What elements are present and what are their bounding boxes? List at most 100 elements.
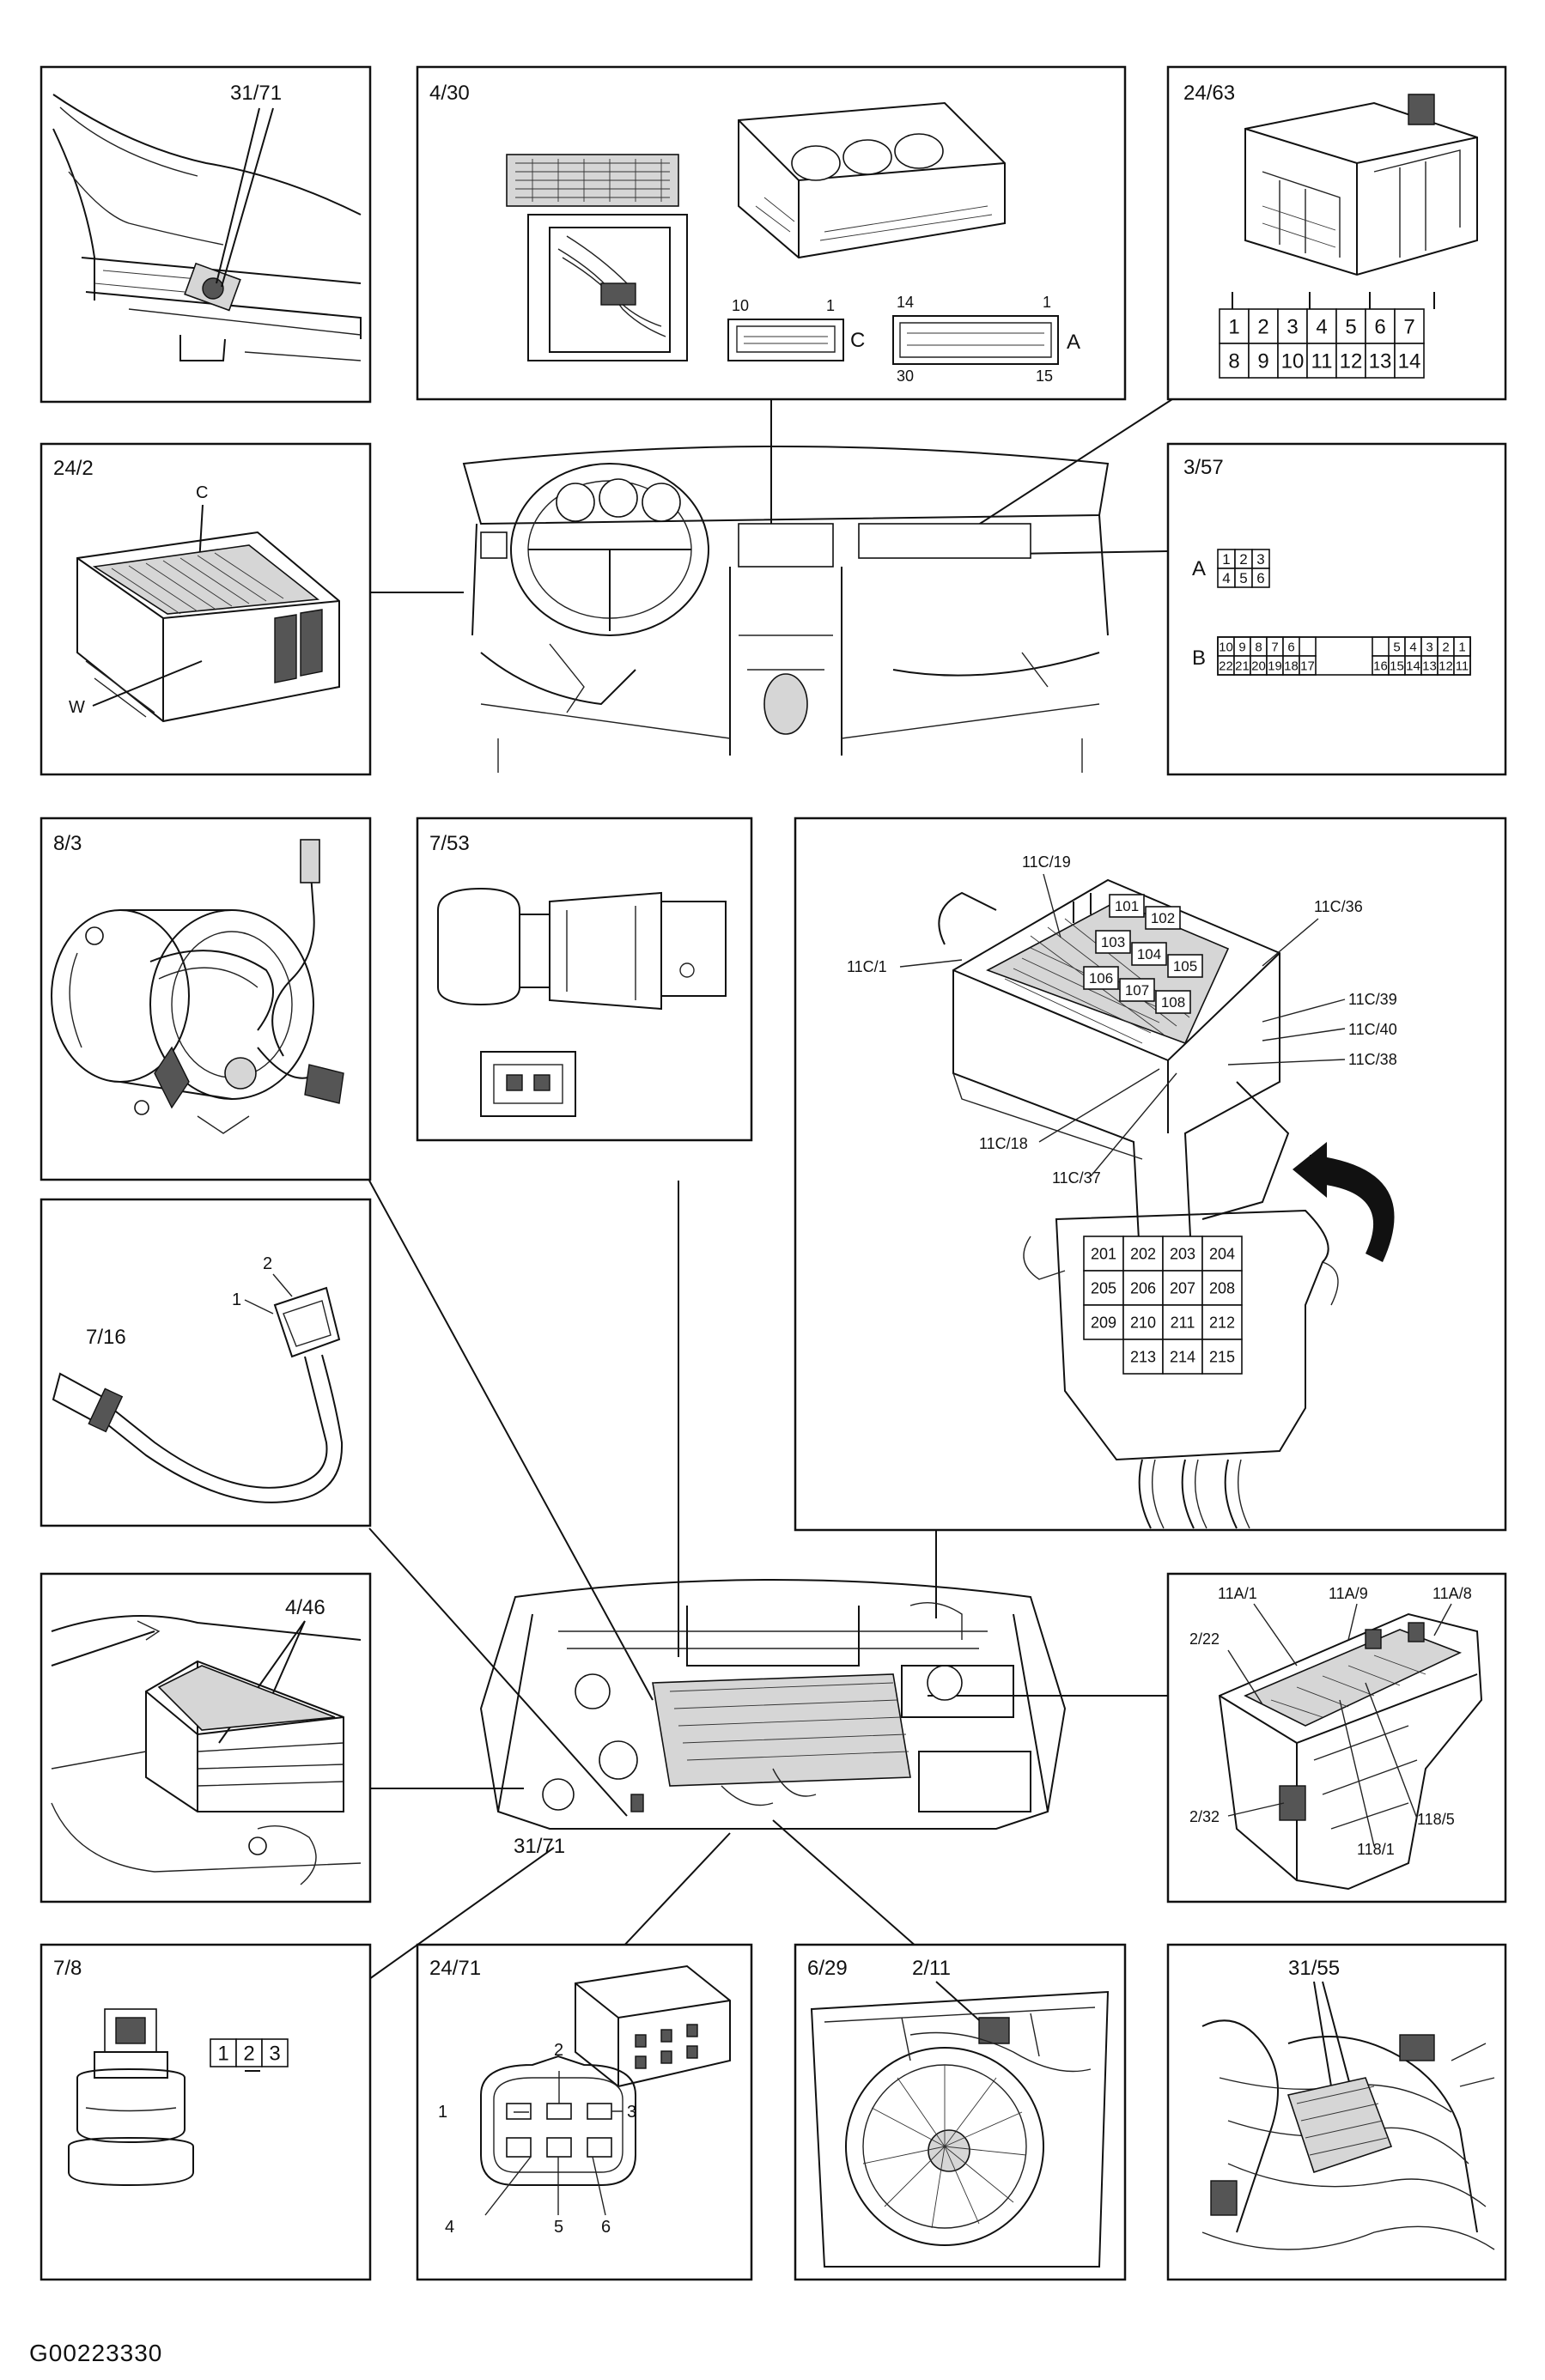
pin-label: 1 (217, 2043, 228, 2066)
connector-housing-illustration (1244, 94, 1478, 276)
fuse-label: 11C/19 (1022, 853, 1071, 871)
pin-label: 10 (732, 297, 749, 314)
relay-cell: 107 (1119, 978, 1155, 1002)
relay-label: 11A/9 (1329, 1585, 1368, 1602)
pressure-sensor-illustration (68, 2008, 194, 2187)
relay-cell: 207 (1162, 1270, 1203, 1306)
panel-relaybox: 11A/1 11A/9 11A/8 2/22 118/5 2/32 118/1 (1166, 1572, 1507, 1903)
relay-cell: 103 (1095, 930, 1131, 954)
pin-cell: 11 (1453, 655, 1471, 676)
pin-face-illustration (480, 2055, 636, 2216)
fuse-label: 11C/39 (1348, 991, 1397, 1008)
panel-id: 3/57 (1183, 456, 1224, 479)
fuse-label: 11C/18 (979, 1135, 1028, 1152)
leader-line (216, 107, 274, 288)
pin-label: 9 (1238, 640, 1245, 654)
relay-label: 2/22 (1189, 1630, 1220, 1648)
pressure-switch-illustration (437, 887, 727, 1011)
connector-a: 14 1 30 15 A (892, 294, 1080, 385)
pin-label: 1 (1222, 551, 1230, 568)
pin-label: 201 (1091, 1245, 1116, 1262)
pin-label: 102 (1151, 910, 1175, 926)
pin-cell: 5 (1234, 568, 1253, 588)
relay-cell: 101 (1109, 894, 1145, 918)
relay-label: 11A/8 (1432, 1585, 1472, 1602)
panel-7-16: 7/16 2 1 (40, 1198, 372, 1527)
pin-label: 9 (1257, 350, 1268, 373)
leader-line (272, 1273, 293, 1297)
pin-label: 21 (1235, 659, 1250, 673)
panel-id: 7/8 (53, 1957, 82, 1980)
pin-label: 207 (1170, 1279, 1195, 1296)
pin-label: 18 (1284, 659, 1299, 673)
pin-label: 202 (1130, 1245, 1156, 1262)
fuse-label: 11C/38 (1348, 1051, 1397, 1068)
pin-cell: 10 (1217, 636, 1235, 657)
cabin-dashboard-illustration (462, 446, 1110, 773)
pin-label: 11 (1456, 659, 1469, 673)
pin-cell: 9 (1233, 636, 1251, 657)
pin-face-illustration (480, 1051, 576, 1117)
engine-bay-illustration (479, 1579, 1067, 1830)
connector-plug-illustration (575, 1964, 731, 2088)
pin-label: 106 (1089, 970, 1113, 987)
pin-label: 5 (1239, 570, 1247, 586)
pin-label: 20 (1251, 659, 1266, 673)
pin-cell: 7 (1394, 308, 1425, 344)
pin-cell: 1 (1217, 549, 1236, 569)
pin-label: 4 (1409, 640, 1416, 654)
dashboard-lower-illustration (52, 94, 362, 361)
leader-line (935, 1981, 987, 2027)
pin-cell: 9 (1248, 343, 1279, 379)
relay-cell: 102 (1145, 906, 1181, 930)
pin-cell: 19 (1266, 655, 1284, 676)
panel-id: 7/53 (429, 832, 470, 855)
pin-label: 10 (1219, 640, 1233, 654)
pin-label: 2 (243, 2043, 254, 2066)
panel-8-3: 8/3 (40, 817, 372, 1181)
relaybox-callouts: 11A/1 11A/9 11A/8 2/22 118/5 2/32 118/1 (1189, 1585, 1472, 1858)
pin-cell: 6 (1282, 636, 1300, 657)
panel-id: 4/30 (429, 82, 470, 105)
pin-label: 208 (1209, 1279, 1235, 1296)
pin-label: 22 (1219, 659, 1233, 673)
pin-label: 5 (1393, 640, 1400, 654)
relay-label: 2/32 (1189, 1808, 1220, 1825)
relay-cell: 202 (1122, 1236, 1164, 1272)
pin-cell: 2 (235, 2038, 263, 2067)
pin-label: 4 (1222, 570, 1230, 586)
relay-cell: 105 (1167, 954, 1203, 978)
pin-label: 3 (1286, 316, 1298, 339)
leader-line (244, 1299, 274, 1314)
climate-control-panel-illustration (738, 101, 1006, 259)
connector-c: 10 1 C (727, 297, 865, 361)
pin-cell: 13 (1420, 655, 1439, 676)
pin-label: 30 (897, 367, 914, 385)
pin-label: 3 (1426, 640, 1432, 654)
panel-6-29: 6/29 2/11 (794, 1943, 1127, 2281)
cooling-fan-illustration (810, 1990, 1110, 2268)
pin-label: 14 (897, 294, 914, 311)
pin-label: 5 (1345, 316, 1356, 339)
pin-cell: 21 (1233, 655, 1251, 676)
callout-2-11: 2/11 (912, 1957, 951, 1980)
relay-cell: 208 (1201, 1270, 1243, 1306)
pin-label: 203 (1170, 1245, 1195, 1262)
pin-label: 105 (1173, 958, 1197, 974)
pin-label: 210 (1130, 1314, 1156, 1331)
relay-cell: 201 (1083, 1236, 1124, 1272)
pin-cell: 11 (1306, 343, 1337, 379)
relay-cell: 205 (1083, 1270, 1124, 1306)
pin-cell: 14 (1394, 343, 1425, 379)
pin-label: 8 (1228, 350, 1239, 373)
pin-cell: 5 (1335, 308, 1366, 344)
pin-label: 7 (1271, 640, 1278, 654)
pin-label: 13 (1422, 659, 1437, 673)
leader-line (92, 660, 203, 707)
pin-cell: 1 (1219, 308, 1250, 344)
pin-cell: 2 (1437, 636, 1455, 657)
